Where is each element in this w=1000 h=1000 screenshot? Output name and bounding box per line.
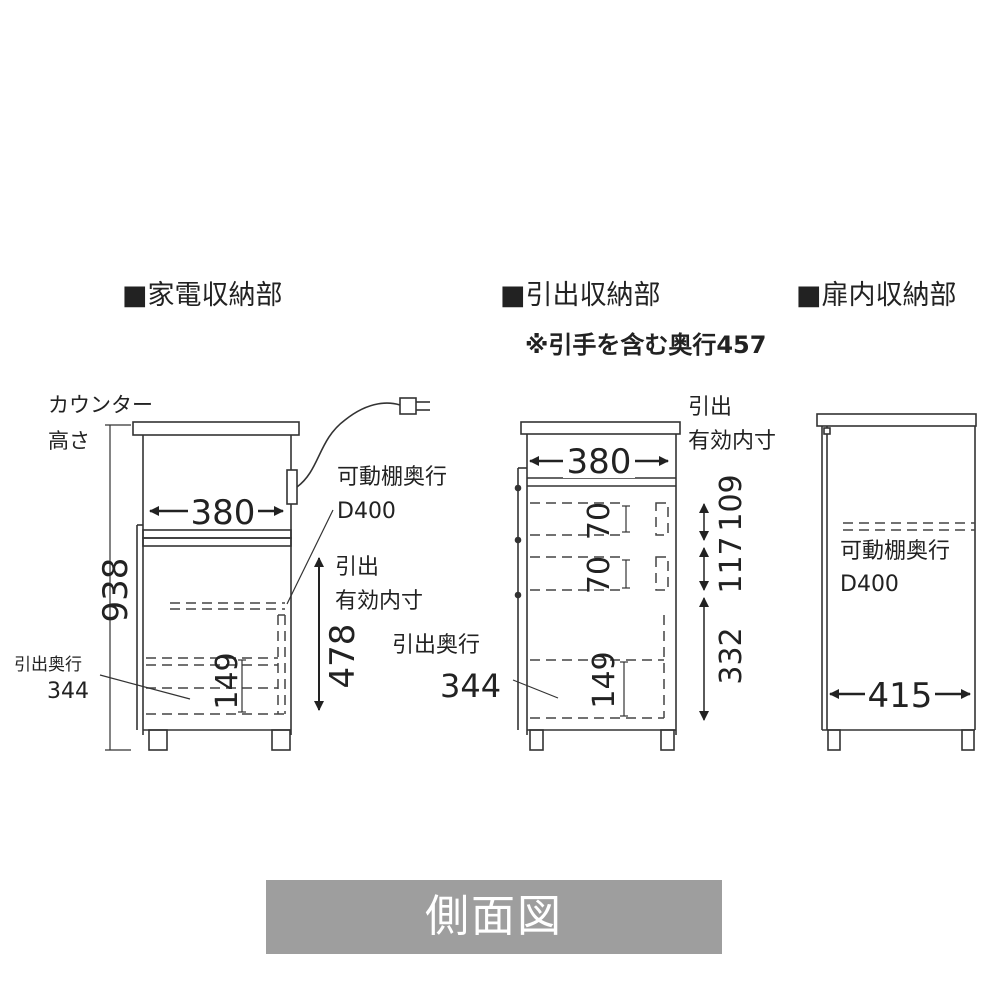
- center-drawers-dashed: [530, 502, 669, 719]
- appliance-cabinet-side-view: [132, 421, 300, 751]
- door-shelf-dashed: [843, 522, 975, 531]
- counter-height-label-line2: 高さ: [48, 429, 90, 453]
- drawer-depth-label-line2: 344: [47, 679, 89, 704]
- power-cord-plug: [296, 397, 430, 488]
- center-149-label: 149: [587, 651, 622, 708]
- center-drawer-depth-line2: 344: [440, 667, 501, 705]
- movable-shelf-dashed: [170, 602, 285, 610]
- door-shelf-depth-line2: D400: [840, 572, 899, 597]
- door-depth-415-label: 415: [868, 676, 933, 716]
- drawer-height-149-label: 149: [210, 652, 245, 709]
- center-drawer-depth-leader: [512, 679, 559, 699]
- center-drawer-inner-line1: 引出: [688, 395, 732, 420]
- section-heading-drawer: ■引出収納部: [500, 280, 661, 311]
- center-332-label: 332: [714, 627, 749, 684]
- section-heading-door: ■扉内収納部: [796, 280, 957, 311]
- height-938-label: 938: [96, 558, 136, 623]
- inner-478-label: 478: [323, 624, 363, 689]
- label-bg: [188, 492, 258, 528]
- door-shelf-depth-line1: 可動棚奥行: [840, 539, 950, 564]
- counter-height-label-line1: カウンター: [48, 393, 153, 417]
- center-70-mid-label: 70: [582, 556, 617, 594]
- drawer-dashed-outline: [146, 614, 286, 715]
- drawer-inner-label-line1: 引出: [335, 555, 379, 580]
- center-drawer-inner-line2: 有効内寸: [688, 429, 776, 454]
- shelf-depth-label-line1: 可動棚奥行: [337, 465, 447, 490]
- section-heading-appliance: ■家電収納部: [122, 280, 283, 311]
- drawer-depth-label-line1: 引出奥行: [14, 655, 82, 675]
- center-117-label: 117: [714, 536, 749, 593]
- label-bg: [865, 676, 935, 712]
- depth-380-label: 380: [191, 493, 256, 533]
- center-109-label: 109: [714, 474, 749, 531]
- shelf-leader-line: [286, 509, 334, 605]
- drawer-depth-leader: [99, 674, 191, 700]
- drawer-height-149-dimension: [238, 659, 246, 713]
- door-cabinet-side-view: [816, 413, 977, 751]
- side-view-caption: 側面図: [266, 880, 722, 954]
- drawer-inner-label-line2: 有効内寸: [335, 589, 423, 614]
- center-70-top-label: 70: [582, 502, 617, 540]
- label-bg: [563, 442, 635, 478]
- shelf-depth-label-line2: D400: [337, 499, 396, 524]
- center-small-dims: [620, 505, 630, 717]
- center-depth-380-label: 380: [567, 442, 632, 482]
- drawer-depth-note: ※引手を含む奥行457: [525, 331, 766, 359]
- height-dimension-938: [105, 424, 131, 751]
- center-drawer-depth-line1: 引出奥行: [392, 633, 480, 658]
